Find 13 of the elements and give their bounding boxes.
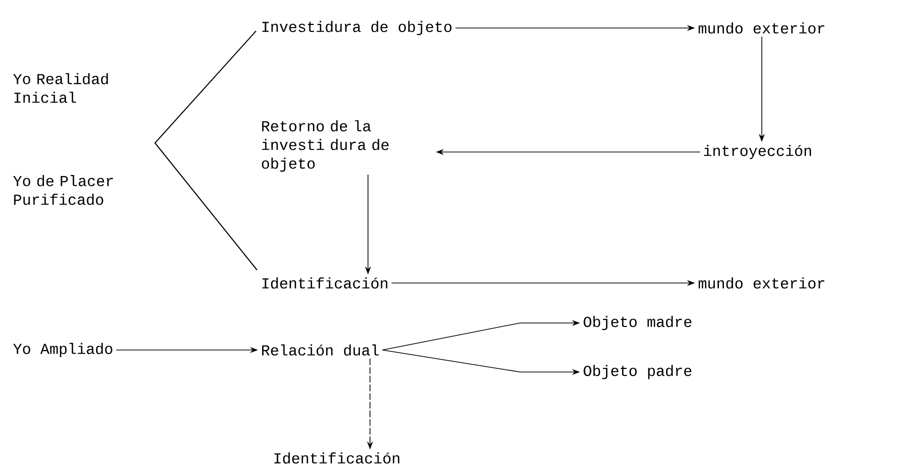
node-text: Investidura de objeto <box>262 20 452 36</box>
node-text: Identificación <box>274 452 400 464</box>
node-text: Objeto madre <box>584 316 692 330</box>
side-label: Yo de Placer Purificado <box>13 175 113 205</box>
node-text: Identificación <box>262 277 388 289</box>
node-text: introyección <box>704 144 812 160</box>
node-text: mundo exterior <box>698 277 824 289</box>
node-text: mundo exterior <box>698 22 824 34</box>
side-label: Yo Realidad Inicial <box>13 73 108 103</box>
node-text: Relación dual <box>262 344 379 356</box>
node-text: Yo Ampliado <box>13 342 112 358</box>
node-text: Objeto padre <box>584 364 692 380</box>
node-text: Retorno de la investi dura de objeto <box>262 120 389 172</box>
